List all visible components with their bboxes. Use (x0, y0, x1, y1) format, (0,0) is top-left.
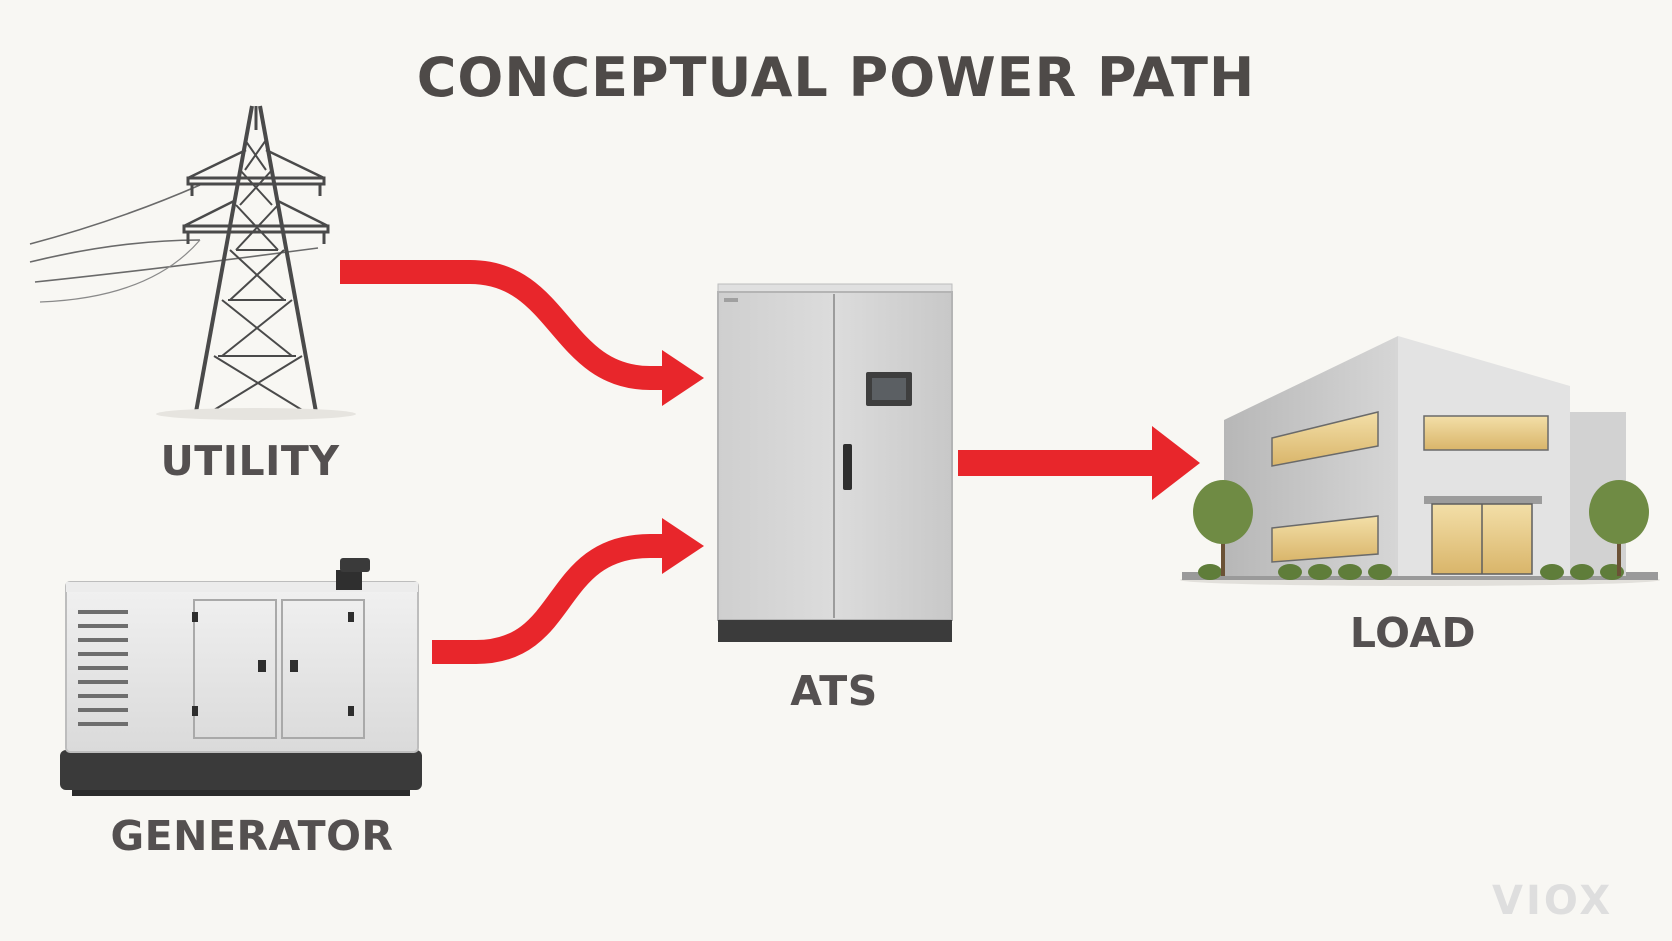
transmission-tower-icon (29, 105, 356, 420)
building-icon (1180, 336, 1660, 586)
viox-logo: VIOX (1492, 878, 1614, 924)
arrow-ats-to-load (958, 426, 1200, 500)
utility-label: UTILITY (160, 437, 340, 485)
ats-cabinet-icon (717, 283, 953, 642)
diagram-title: CONCEPTUAL POWER PATH (416, 46, 1256, 109)
arrow-utility-to-ats (340, 260, 704, 406)
load-label: LOAD (1349, 609, 1477, 657)
generator-icon (60, 558, 422, 796)
ats-label: ATS (790, 667, 878, 715)
arrow-generator-to-ats (432, 518, 704, 664)
generator-label: GENERATOR (110, 812, 394, 860)
